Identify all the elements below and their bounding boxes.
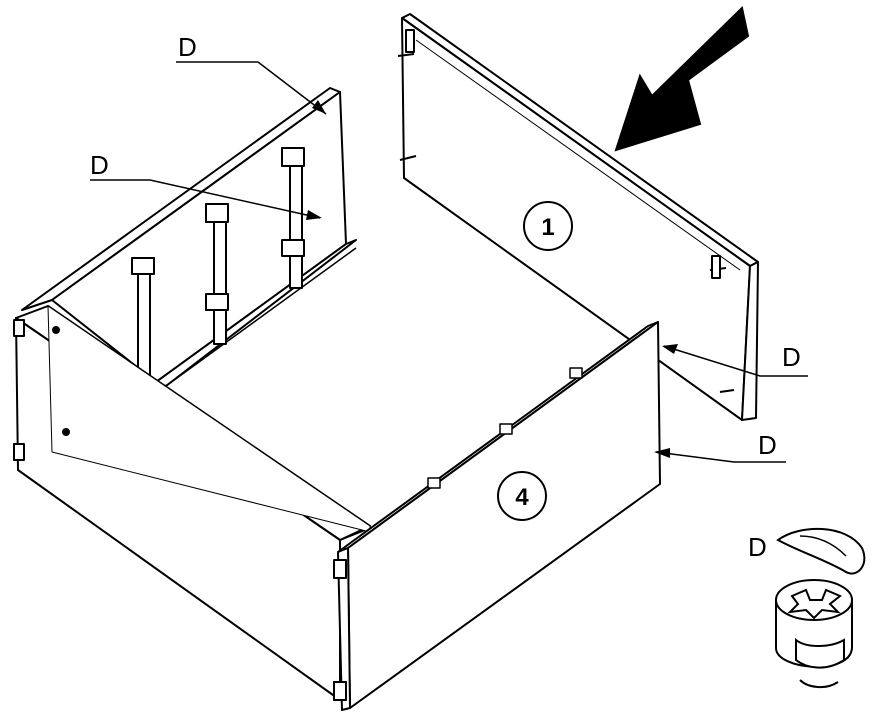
part-number-4-text: 4 <box>515 484 529 511</box>
label-d-right-lower: D <box>758 430 777 460</box>
leader-right-lower <box>655 451 786 463</box>
label-d-top-left: D <box>178 32 197 62</box>
label-d-right-upper: D <box>782 342 801 372</box>
back-panel-pins <box>397 29 735 393</box>
cam-lock-icon <box>775 579 853 688</box>
front-panel-cams <box>427 367 583 489</box>
left-side-panel <box>21 87 357 387</box>
label-d-mid-left: D <box>90 150 109 180</box>
leader-mid-left <box>90 179 321 219</box>
label-d-cam: D <box>748 532 767 562</box>
leader-arrowheads <box>306 100 678 458</box>
back-panel-1 <box>401 13 759 421</box>
left-front-panel <box>13 305 371 701</box>
part-number-1: 1 <box>523 201 573 251</box>
leader-top-left <box>176 61 327 115</box>
runner-3 <box>281 147 305 289</box>
cam-key-icon <box>776 527 866 575</box>
part-number-1-text: 1 <box>541 214 554 241</box>
runner-2 <box>205 203 229 345</box>
front-panel-4 <box>333 321 661 711</box>
arrow-icon <box>614 6 750 152</box>
leader-lines <box>90 61 808 463</box>
leader-right-upper <box>663 345 808 377</box>
runner-1 <box>131 257 155 379</box>
part-number-4: 4 <box>497 471 547 521</box>
